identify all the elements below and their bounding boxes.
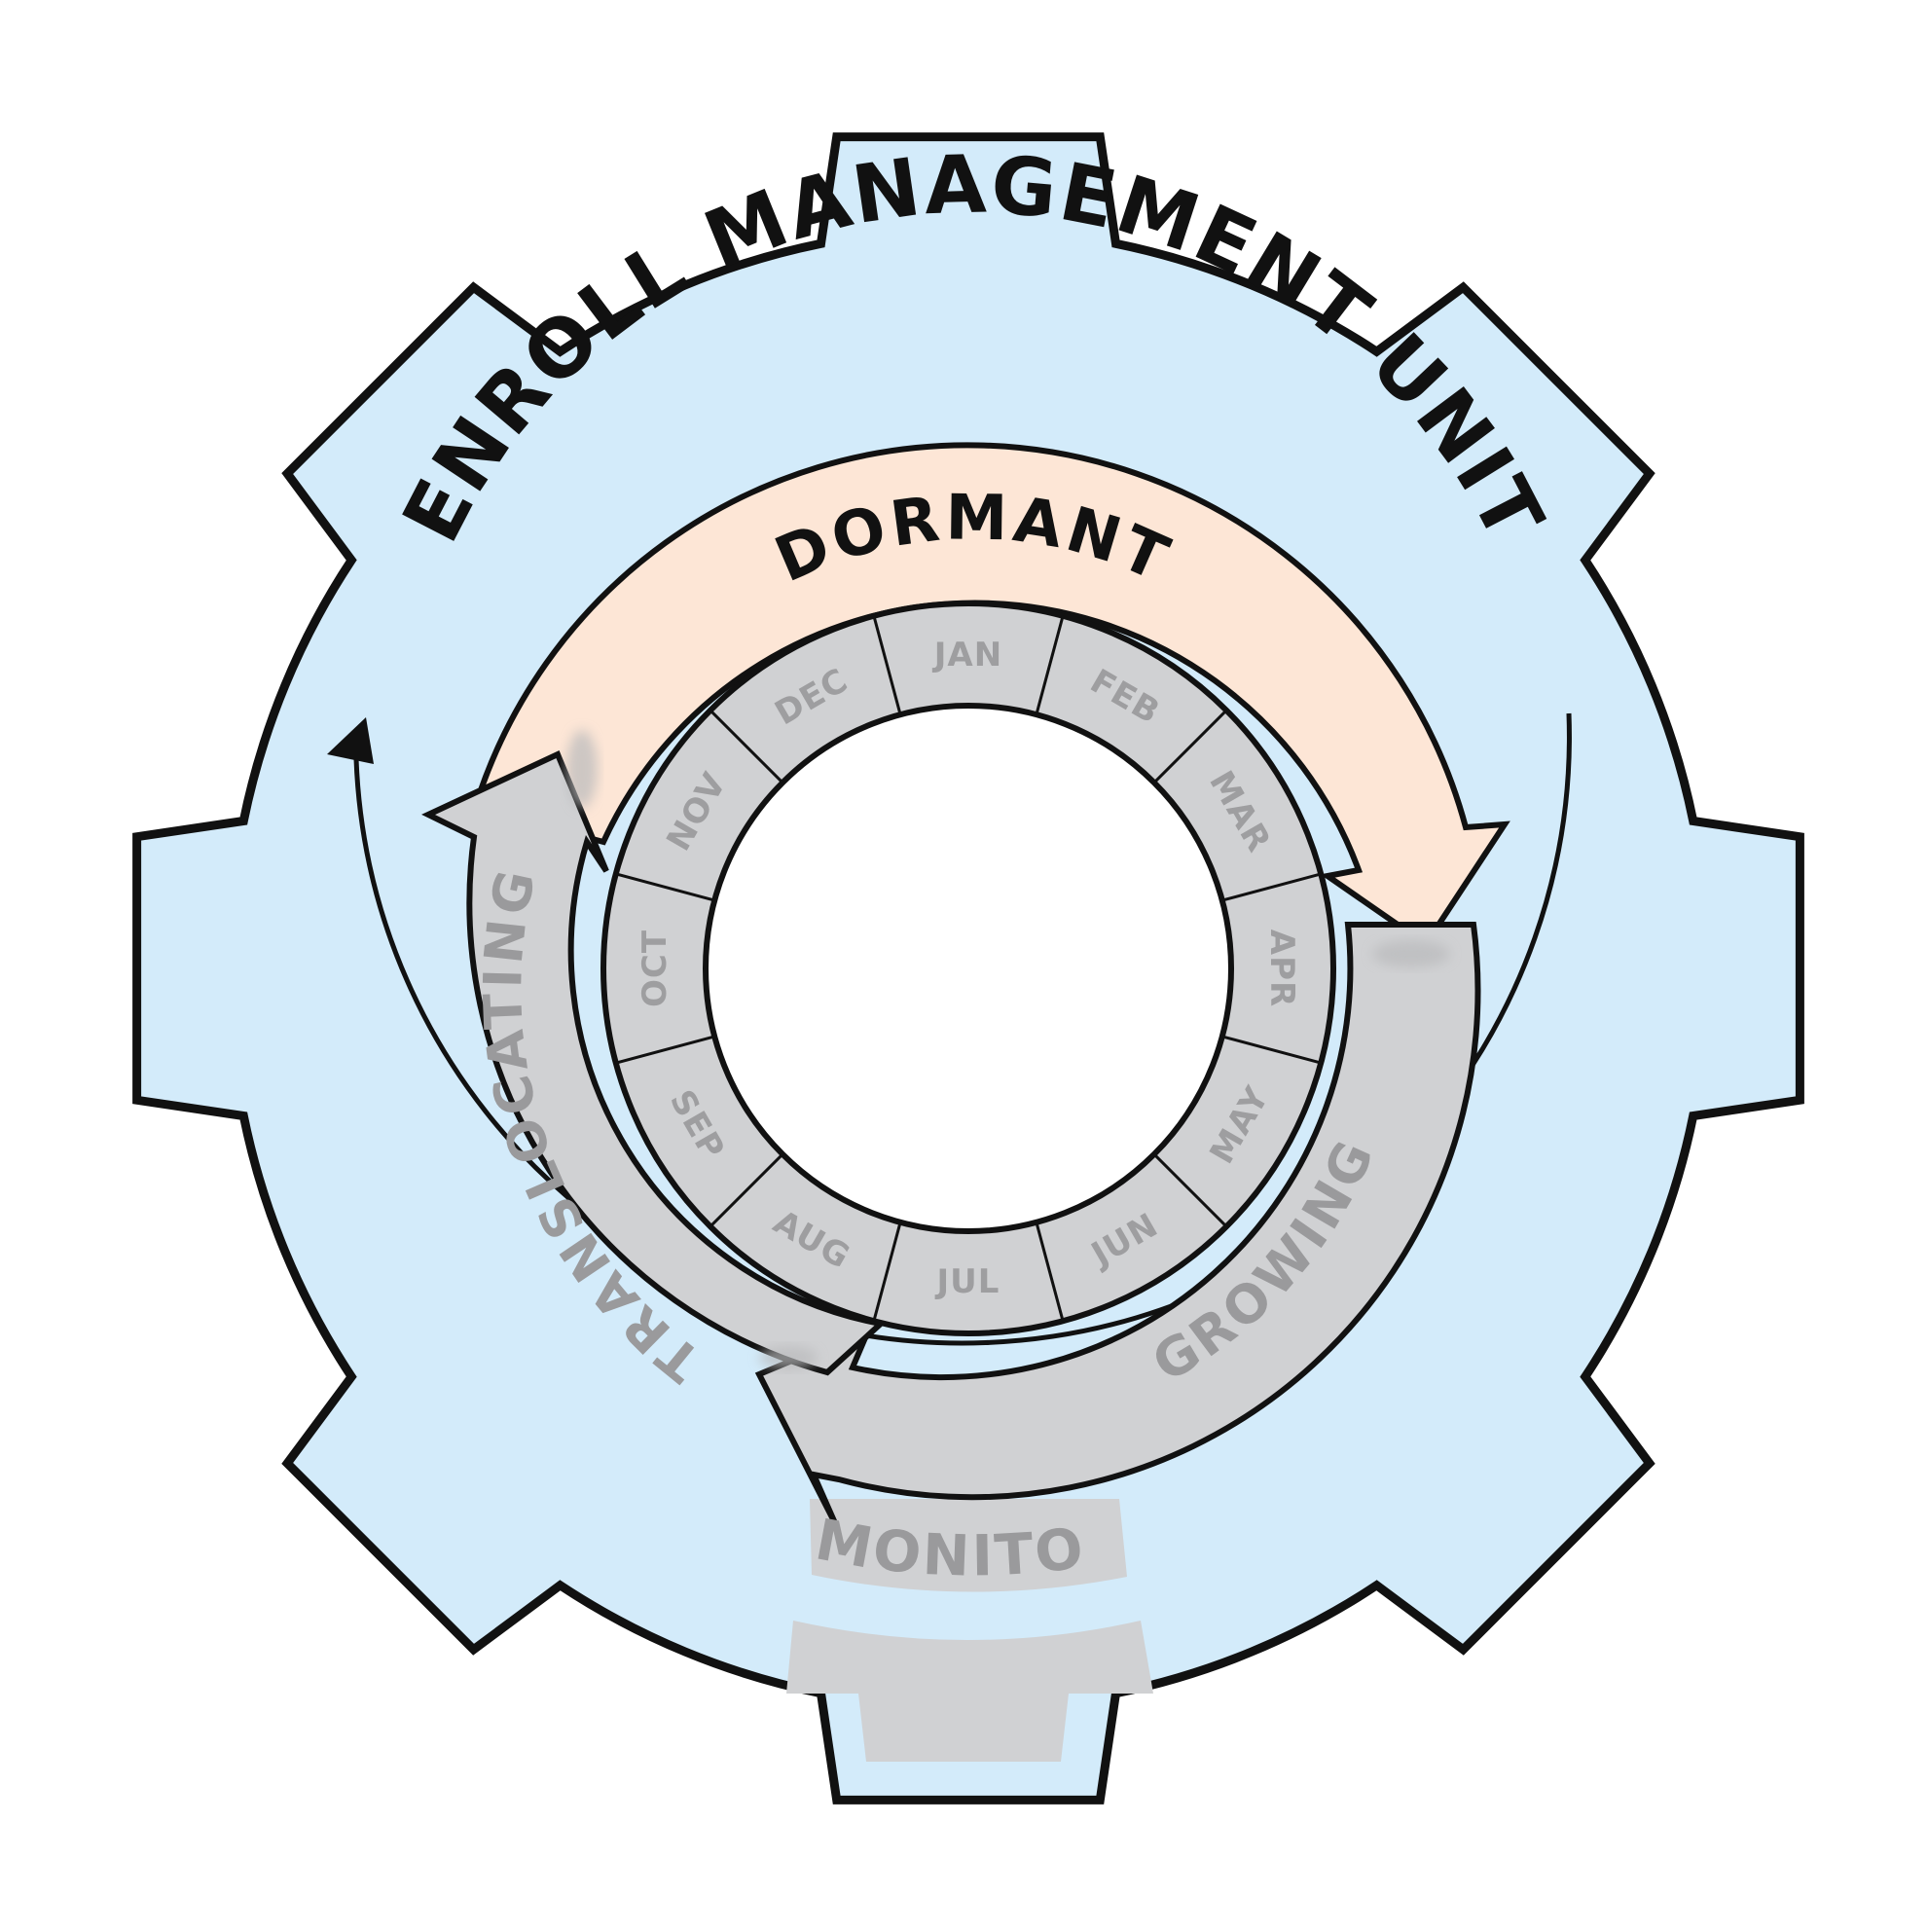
month-divider bbox=[1221, 872, 1322, 902]
center-circle bbox=[703, 703, 1234, 1234]
month-divider bbox=[709, 709, 784, 784]
lower-tooth-band bbox=[786, 1621, 1153, 1762]
growing-arrow bbox=[754, 922, 1481, 1525]
arrow-tip-shadow bbox=[759, 1346, 818, 1369]
month-label-jan: JAN bbox=[932, 636, 1002, 674]
month-dividers bbox=[615, 615, 1322, 1322]
month-divider bbox=[709, 1152, 784, 1228]
month-divider bbox=[872, 1221, 902, 1322]
translocating-arrow bbox=[421, 749, 888, 1376]
arrow-cycle-icon bbox=[353, 712, 1572, 1346]
month-divider bbox=[615, 1035, 715, 1065]
arrow-tip-shadow bbox=[566, 730, 598, 808]
monitor-band bbox=[810, 1499, 1127, 1592]
month-divider bbox=[1221, 1035, 1322, 1065]
month-divider bbox=[1152, 1152, 1228, 1228]
arrow-cycle-head-icon bbox=[327, 717, 374, 764]
month-divider bbox=[1035, 1221, 1065, 1322]
month-divider bbox=[1035, 615, 1065, 715]
month-label-jul: JUL bbox=[935, 1262, 1000, 1301]
month-label-apr: APR bbox=[1262, 930, 1301, 1007]
month-divider bbox=[615, 872, 715, 902]
month-label-oct: OCT bbox=[636, 930, 674, 1007]
month-divider bbox=[872, 615, 902, 715]
arrow-tip-shadow bbox=[1372, 940, 1450, 967]
month-divider bbox=[1152, 709, 1228, 784]
